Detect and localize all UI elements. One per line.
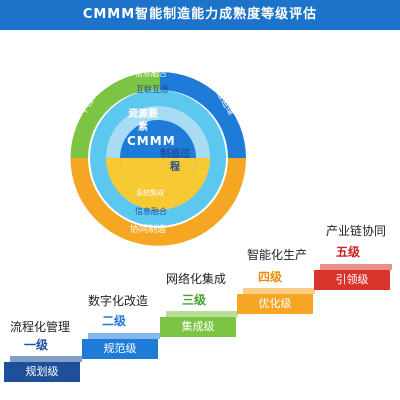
level-stage-label-4: 智能化生产 <box>247 248 308 262</box>
core-left-label: 资源要素 <box>128 109 158 133</box>
outer-ring-bottom-segment <box>70 158 246 246</box>
inner-bottom-label: 系统集成 <box>136 189 164 197</box>
outer-bottom-label: 协同制造 <box>130 225 167 235</box>
middle-top-label: 信息融合 <box>135 69 167 78</box>
level-stage-label-5: 产业链协同 <box>326 224 387 238</box>
level-step-top-2 <box>88 333 160 339</box>
outer-ring-left-segment <box>70 71 160 158</box>
core-right-label: 制造过程 <box>160 149 190 173</box>
level-step-4: 优化级 <box>237 294 313 314</box>
level-number-label-4: 四级 <box>258 270 283 284</box>
level-stage-label-1: 流程化管理 <box>10 320 71 334</box>
level-step-5: 引领级 <box>314 270 390 290</box>
level-step-top-3 <box>166 311 238 317</box>
level-step-2: 规范级 <box>82 339 158 359</box>
level-step-3: 集成级 <box>160 317 236 337</box>
level-number-label-2: 二级 <box>102 314 127 328</box>
level-number-label-1: 一级 <box>24 338 49 352</box>
level-stage-label-3: 网络化集成 <box>166 272 227 286</box>
level-step-1: 规划级 <box>4 362 80 382</box>
level-stage-label-2: 数字化改造 <box>88 294 149 308</box>
level-step-top-5 <box>320 264 392 270</box>
inner-top-label: 互联互通 <box>136 85 168 94</box>
level-number-label-3: 三级 <box>182 293 207 307</box>
page-title-banner: CMMM智能制造能力成熟度等级评估 <box>0 0 400 30</box>
outer-ring <box>70 71 246 246</box>
core-center-label: CMMM <box>127 134 176 148</box>
core-bottom <box>120 158 196 196</box>
outer-ring-right-segment <box>160 72 246 158</box>
level-number-label-5: 五级 <box>336 245 361 259</box>
level-step-top-1 <box>10 356 82 362</box>
middle-bottom-label: 信息融合 <box>135 207 167 216</box>
level-step-top-4 <box>243 288 315 294</box>
